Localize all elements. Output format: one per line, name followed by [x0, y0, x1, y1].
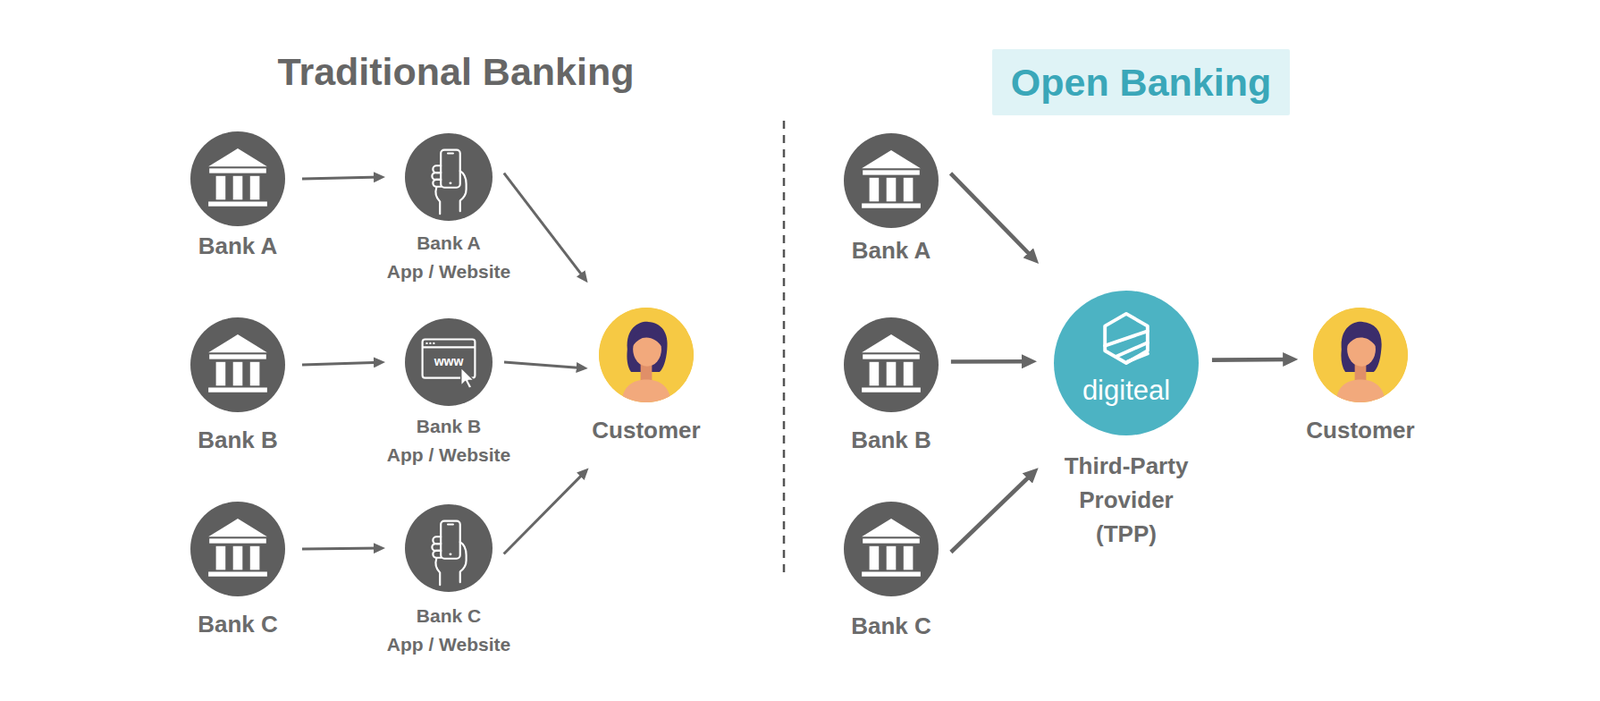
section-heading: Traditional Banking [277, 50, 635, 94]
bank-circle: Bank C [190, 501, 286, 597]
wrap-spacer [491, 228, 526, 230]
provider-name: Third-Party Provider (TPP) [1054, 448, 1198, 551]
customer-avatar: Customer [598, 307, 694, 403]
node-icon [208, 334, 268, 393]
customer-name: Customer [1271, 416, 1450, 444]
circle-shape [190, 317, 286, 413]
circle-fill [190, 501, 286, 597]
bank-circle: Bank B [843, 317, 939, 413]
node-icon [861, 518, 921, 577]
circle-fill [1053, 290, 1199, 436]
node-icon [208, 518, 268, 577]
text-holder: Bank B [148, 426, 328, 454]
heading-box: Open Banking [992, 49, 1290, 116]
circle-shape [404, 504, 493, 592]
node-icon [208, 148, 268, 207]
circle-fill [190, 317, 286, 413]
section-divider [783, 120, 786, 574]
node-icon [1313, 307, 1408, 405]
wrap-spacer [372, 601, 407, 603]
provider-circle: digitealThird-Party Provider (TPP) [1053, 290, 1199, 436]
section-heading: Open Banking [992, 49, 1290, 116]
node-icon [431, 150, 466, 215]
text-holder: Bank C [148, 610, 328, 638]
flow-arrow [302, 547, 381, 551]
circle-fill [404, 133, 493, 221]
circle-shape [1313, 307, 1408, 403]
bank-name: Bank A [148, 232, 328, 260]
bank-circle: Bank A [190, 131, 286, 227]
customer-name: Customer [556, 416, 736, 444]
bank-name: Bank C [148, 610, 328, 638]
text-holder: Bank A [148, 232, 328, 260]
app-circle: Bank A App / Website [404, 133, 493, 221]
text-holder: Bank A [801, 236, 981, 264]
app-circle: Bank C App / Website [404, 504, 493, 592]
circle-fill [843, 317, 939, 413]
circle-fill [190, 131, 286, 227]
circle-shape [843, 133, 939, 228]
connector-group [302, 173, 1291, 555]
flow-arrow [951, 359, 1030, 364]
flow-arrow [504, 362, 584, 369]
channel-name: Bank A App / Website [372, 228, 525, 287]
text-holder: Bank C [801, 612, 981, 640]
bank-circle: Bank A [843, 133, 939, 228]
wrap-spacer [372, 412, 407, 413]
circle-shape [190, 501, 286, 597]
text-holder: Bank B [801, 426, 981, 454]
flow-arrow [951, 472, 1034, 553]
circle-shape [843, 317, 939, 413]
channel-name: Bank C App / Website [372, 601, 525, 659]
wrap-spacer [491, 601, 526, 603]
node-icon [861, 150, 921, 209]
node-icon [431, 521, 466, 586]
flow-arrow [504, 471, 586, 554]
text-holder: Bank A App / Website [372, 228, 525, 287]
customer-avatar: Customer [1313, 307, 1408, 403]
bank-name: Bank C [801, 612, 981, 640]
flow-arrow [1212, 357, 1291, 363]
bank-name: Bank B [801, 426, 981, 454]
text-holder: Bank C App / Website [372, 601, 525, 659]
circle-fill [404, 318, 493, 406]
channel-name: Bank B App / Website [372, 412, 525, 470]
text-holder: digiteal [1054, 374, 1198, 407]
circle-shape [404, 133, 493, 221]
circle-fill [843, 501, 939, 597]
circle-shape [1053, 290, 1199, 436]
circle-shape [843, 501, 939, 597]
circle-shape [190, 131, 286, 227]
flow-arrow [951, 173, 1035, 259]
flow-arrow [302, 176, 381, 179]
text-holder: Open Banking [992, 49, 1290, 116]
text-holder: Bank B App / Website [372, 412, 525, 470]
bank-circle: Bank B [190, 317, 286, 413]
icon-text: www [434, 353, 464, 369]
node-icon [598, 307, 694, 405]
text-holder: Customer [556, 416, 736, 444]
wrap-spacer [372, 228, 407, 230]
circle-fill [843, 133, 939, 228]
text-holder: Third-Party Provider (TPP) [1054, 448, 1198, 551]
circle-fill [404, 504, 493, 592]
bank-name: Bank A [801, 236, 981, 264]
flow-arrow [504, 173, 586, 280]
wrap-spacer [491, 412, 526, 413]
flow-arrow [302, 362, 381, 365]
bank-circle: Bank C [843, 501, 939, 597]
node-icon [1104, 313, 1148, 363]
node-icon [422, 339, 476, 389]
node-icon [861, 334, 921, 393]
bank-name: Bank B [148, 426, 328, 454]
circle-shape [598, 307, 694, 403]
logo-wordmark: digiteal [1054, 374, 1198, 407]
text-holder: Customer [1271, 416, 1450, 444]
